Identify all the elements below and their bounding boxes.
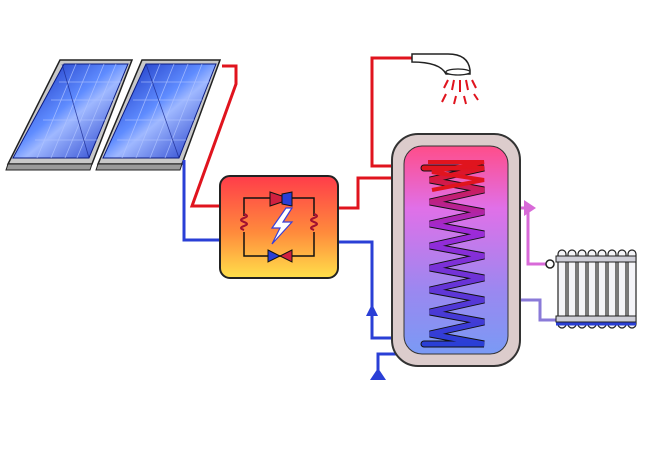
radiator-fin [587, 249, 597, 329]
coil-icon [310, 213, 318, 231]
cold-pipe-collector [182, 160, 222, 242]
water-drop-icon [441, 79, 479, 105]
radiator-fin [557, 249, 567, 329]
radiator-top-bar [555, 255, 637, 263]
radiator-fin [597, 249, 607, 329]
flow-arrow-icon [366, 304, 378, 316]
inlet-triangle-icon [370, 368, 386, 380]
radiator-fin [607, 249, 617, 329]
radiator [545, 249, 637, 329]
collector-2-grid [117, 63, 209, 159]
pump-icon [281, 191, 293, 207]
radiator-fin [627, 249, 637, 329]
radiator-fin [567, 249, 577, 329]
collector-2-edge [95, 163, 183, 171]
valve-icon [267, 249, 282, 263]
valve-icon [278, 249, 293, 263]
tank-top-coil [428, 160, 485, 192]
lightning-icon [270, 207, 294, 245]
radiator-fin [577, 249, 587, 329]
coil-icon [240, 213, 248, 231]
radiator-fin [617, 249, 627, 329]
shower-head [411, 53, 479, 105]
radiator-bottom-bar [555, 315, 637, 323]
storage-tank [391, 133, 521, 367]
solar-collectors [5, 59, 222, 171]
radiator-valve-icon [545, 259, 555, 269]
radiator-fins [557, 249, 637, 329]
collector-1-edge [5, 163, 93, 171]
hot-pipe-collector [189, 64, 238, 208]
heat-pump-controller [219, 175, 339, 279]
collector-1-grid [35, 63, 121, 159]
tank-heat-exchanger-coil [420, 164, 485, 348]
flow-arrow-icon [524, 200, 536, 216]
